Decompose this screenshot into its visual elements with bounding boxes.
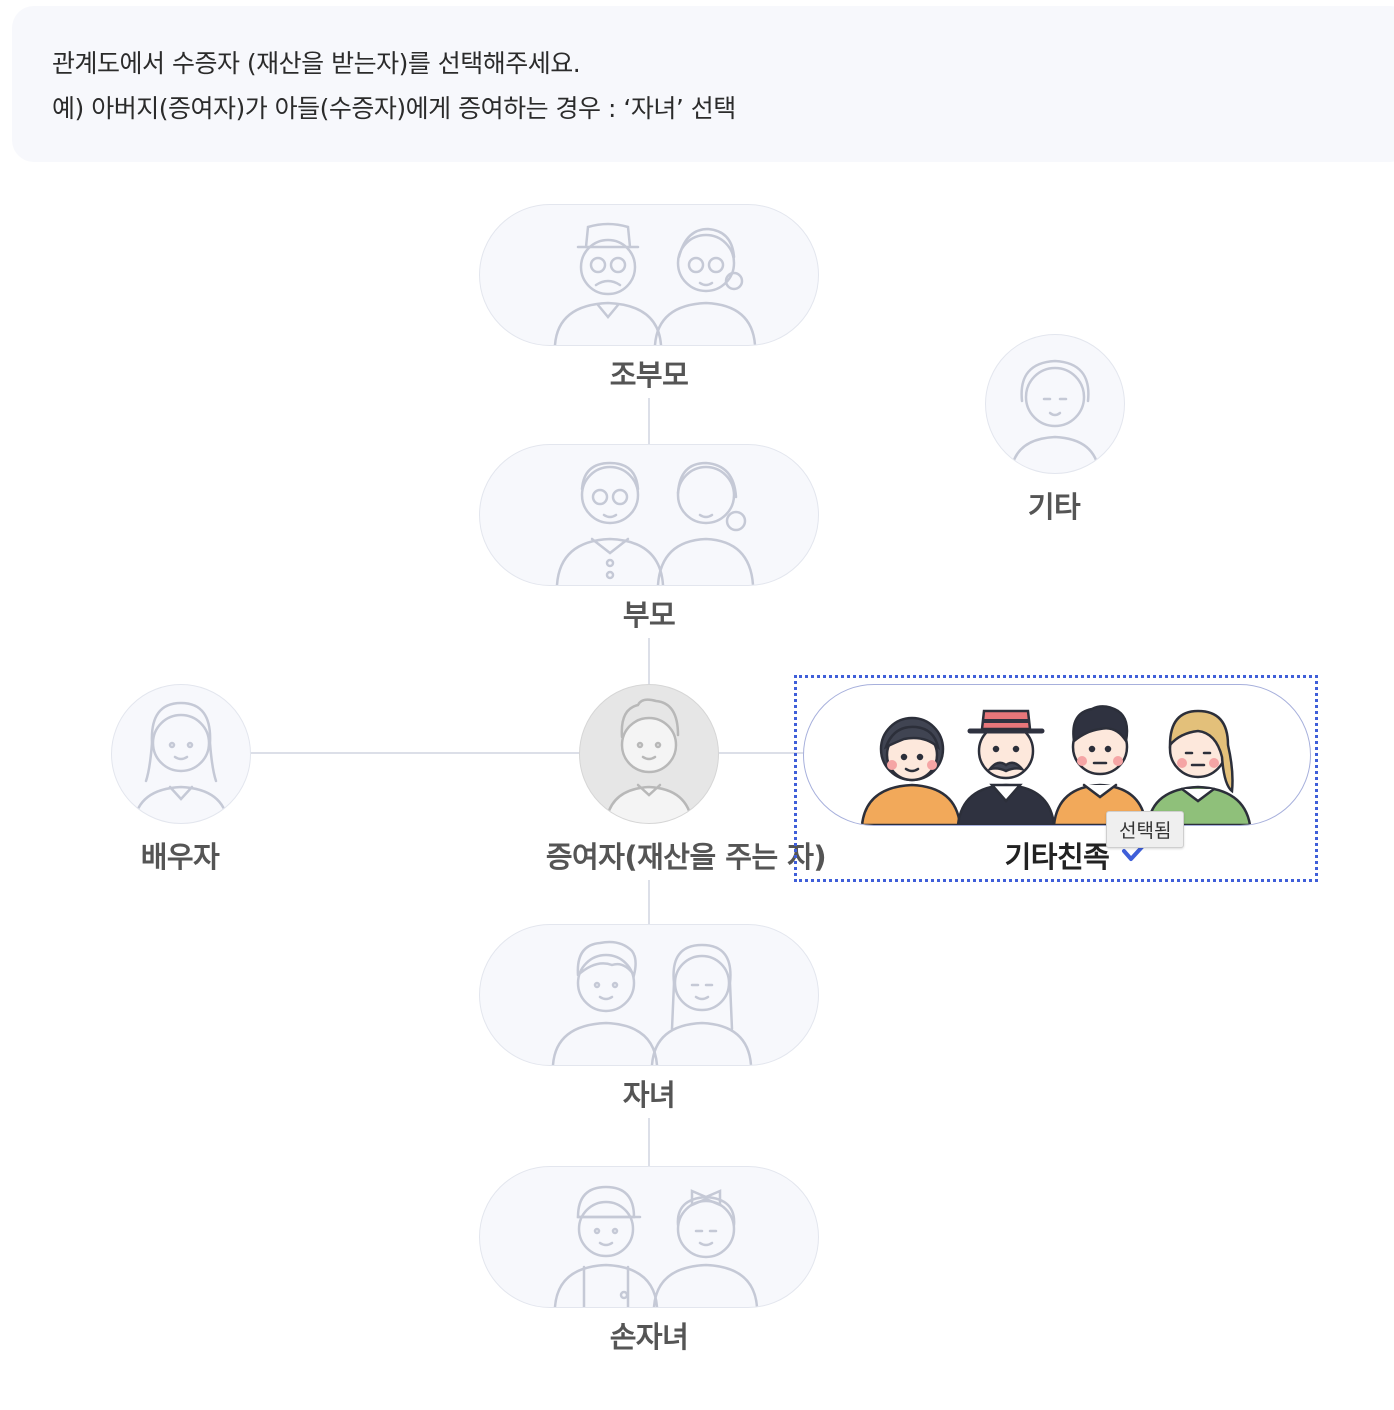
grandchildren-label: 손자녀 <box>609 1320 689 1354</box>
grandparents-label: 조부모 <box>609 358 689 392</box>
parents-icon <box>479 444 819 586</box>
other-relatives-icon <box>803 684 1311 826</box>
children-label: 자녀 <box>622 1078 676 1112</box>
instruction-box <box>12 6 1394 162</box>
donor-icon <box>579 684 719 824</box>
donor-label: 증여자(재산을 주는 자) <box>545 840 827 874</box>
connector-donor-children <box>648 880 650 924</box>
selected-tooltip: 선택됨 <box>1106 811 1185 848</box>
other-icon <box>985 334 1125 474</box>
grandchildren-icon <box>479 1166 819 1308</box>
connector-donor-relatives <box>718 752 804 754</box>
instruction-line-1: 관계도에서 수증자 (재산을 받는자)를 선택해주세요. <box>52 49 581 78</box>
other-label: 기타 <box>1027 490 1081 524</box>
connector-spouse-donor <box>250 752 580 754</box>
selection-focus-ring <box>794 675 1318 882</box>
connector-children-grandchildren <box>648 1118 650 1166</box>
connector-grandparents-parents <box>648 398 650 444</box>
connector-parents-donor <box>648 638 650 686</box>
instruction-line-2: 예) 아버지(증여자)가 아들(수증자)에게 증여하는 경우 : ‘자녀’ 선택 <box>52 94 736 123</box>
other-relatives-label: 기타친족 <box>1004 840 1110 874</box>
parents-label: 부모 <box>622 598 676 632</box>
spouse-label: 배우자 <box>140 840 220 874</box>
spouse-icon <box>111 684 251 824</box>
check-icon <box>1122 845 1144 861</box>
children-icon <box>479 924 819 1066</box>
grandparents-icon <box>479 204 819 346</box>
